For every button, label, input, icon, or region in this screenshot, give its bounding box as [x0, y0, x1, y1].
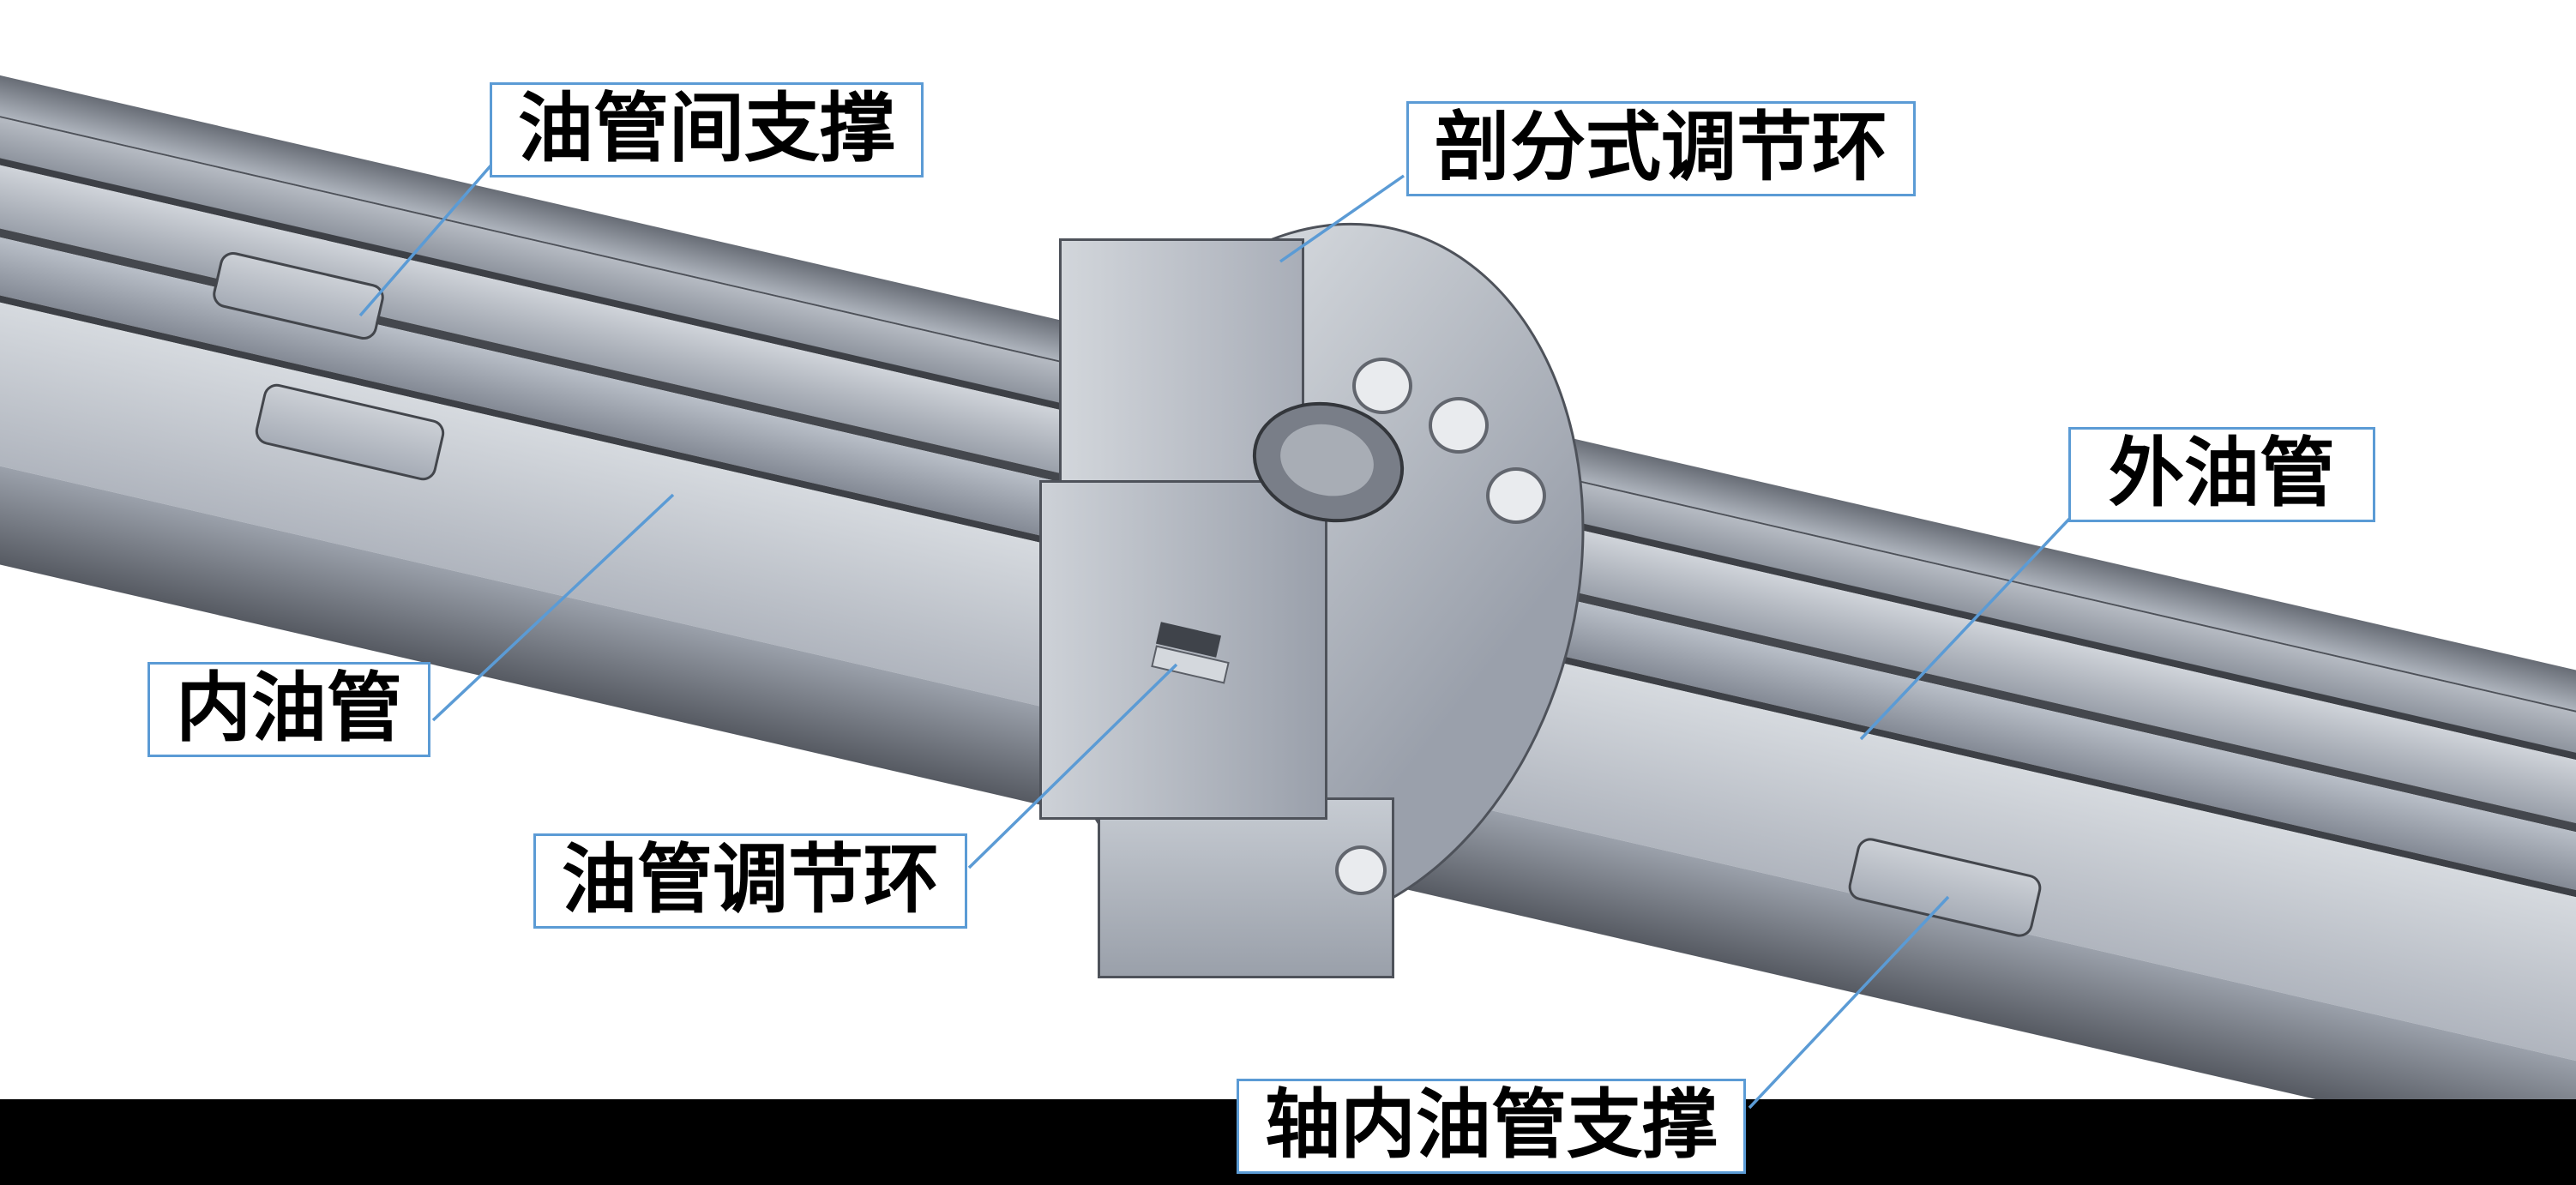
- leader-line-outer-oil-tube: [1859, 513, 2075, 741]
- label-text: 轴内油管支撑: [1265, 1085, 1718, 1168]
- label-split-adjusting-ring: 剖分式调节环: [1406, 101, 1917, 197]
- bolt-hole-1: [1352, 358, 1412, 414]
- label-text: 剖分式调节环: [1435, 107, 1888, 190]
- label-text: 内油管: [176, 668, 403, 751]
- label-shaft-inner-tube-support: 轴内油管支撑: [1237, 1079, 1747, 1175]
- leader-line-tube-adjusting-ring: [967, 663, 1178, 869]
- label-inner-oil-tube: 内油管: [147, 662, 431, 758]
- label-text: 外油管: [2109, 433, 2336, 516]
- leader-line-split-adjusting-ring: [1279, 174, 1405, 263]
- leader-line-inner-oil-tube: [431, 493, 675, 722]
- label-tube-adjusting-ring: 油管调节环: [533, 833, 968, 929]
- label-text: 油管调节环: [562, 839, 940, 923]
- label-text: 油管间支撑: [518, 88, 896, 171]
- bolt-hole-4: [1335, 845, 1387, 895]
- leader-line-shaft-inner-tube-support: [1748, 895, 1950, 1110]
- bolt-hole-2: [1429, 397, 1489, 454]
- bolt-hole-3: [1486, 467, 1546, 524]
- label-inter-tube-support: 油管间支撑: [490, 82, 924, 178]
- leader-line-inter-tube-support: [358, 161, 495, 317]
- label-outer-oil-tube: 外油管: [2068, 427, 2376, 523]
